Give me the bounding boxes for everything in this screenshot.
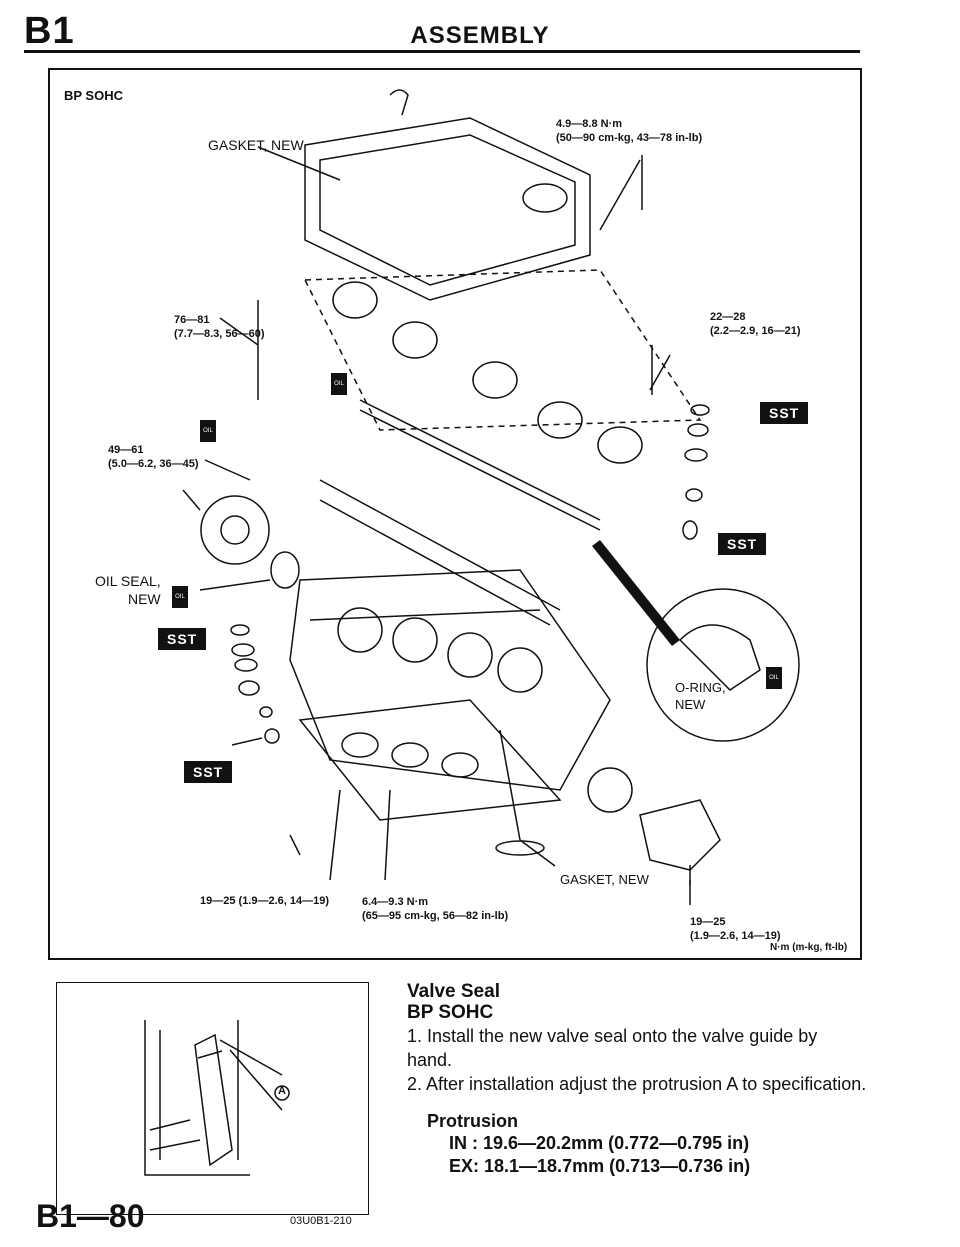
instructions-block: Valve Seal BP SOHC 1. Install the new va…: [407, 981, 867, 1178]
sst-tag-4: SST: [184, 761, 233, 783]
page-number: B1—80: [36, 1198, 145, 1234]
page-title: ASSEMBLY: [410, 22, 550, 49]
oil-can-icon: OIL: [200, 420, 216, 442]
spec-title: Protrusion: [427, 1110, 519, 1131]
oil-can-icon: OIL: [331, 373, 347, 395]
section-id: B1: [24, 10, 75, 52]
gasket-new-label-bottom: GASKET, NEW: [560, 872, 649, 887]
torque-label-22-28: 22—28 (2.2—2.9, 16—21): [710, 311, 801, 338]
sst-tag-1: SST: [760, 402, 809, 424]
torque-label-49-61: 49—61 (5.0—6.2, 36—45): [108, 444, 199, 471]
oil-can-icon: OIL: [172, 586, 188, 608]
torque-label-6-4-9-3: 6.4—9.3 N·m (65—95 cm-kg, 56—82 in-lb): [362, 896, 509, 923]
section-heading: Valve Seal: [407, 981, 500, 1002]
sst-tag-2: SST: [718, 533, 767, 555]
oring-new-label: O-RING, NEW: [675, 680, 726, 712]
units-legend: N·m (m-kg, ft-lb): [770, 942, 848, 953]
exploded-view-figure: [48, 68, 862, 960]
figure-code: 03U0B1-210: [290, 1215, 352, 1227]
spec-exhaust: EX: 18.1—18.7mm (0.713—0.736 in): [449, 1156, 751, 1177]
protrusion-marker-a: A: [278, 1085, 286, 1097]
torque-label-76-81: 76—81 (7.7—8.3, 56—60): [174, 314, 265, 341]
header-divider: [24, 50, 860, 53]
oil-can-icon: OIL: [766, 667, 782, 689]
valve-seal-detail-figure: [56, 982, 369, 1215]
torque-label-cover-bolts: 4.9—8.8 N·m (50—90 cm-kg, 43—78 in-lb): [556, 118, 703, 145]
section-subheading: BP SOHC: [407, 1001, 494, 1023]
gasket-new-label-top: GASKET, NEW: [208, 137, 304, 153]
instruction-step: 1. Install the new valve seal onto the v…: [407, 1025, 818, 1071]
torque-label-19-25-left: 19—25 (1.9—2.6, 14—19): [200, 895, 330, 907]
torque-label-19-25-right: 19—25 (1.9—2.6, 14—19): [690, 916, 781, 943]
oil-seal-new-label: OIL SEAL, NEW: [95, 573, 161, 608]
sst-tag-3: SST: [158, 628, 207, 650]
spec-intake: IN : 19.6—20.2mm (0.772—0.795 in): [449, 1132, 750, 1153]
instruction-step: 2. After installation adjust the protrus…: [407, 1074, 867, 1095]
engine-variant-label: BP SOHC: [64, 88, 123, 103]
